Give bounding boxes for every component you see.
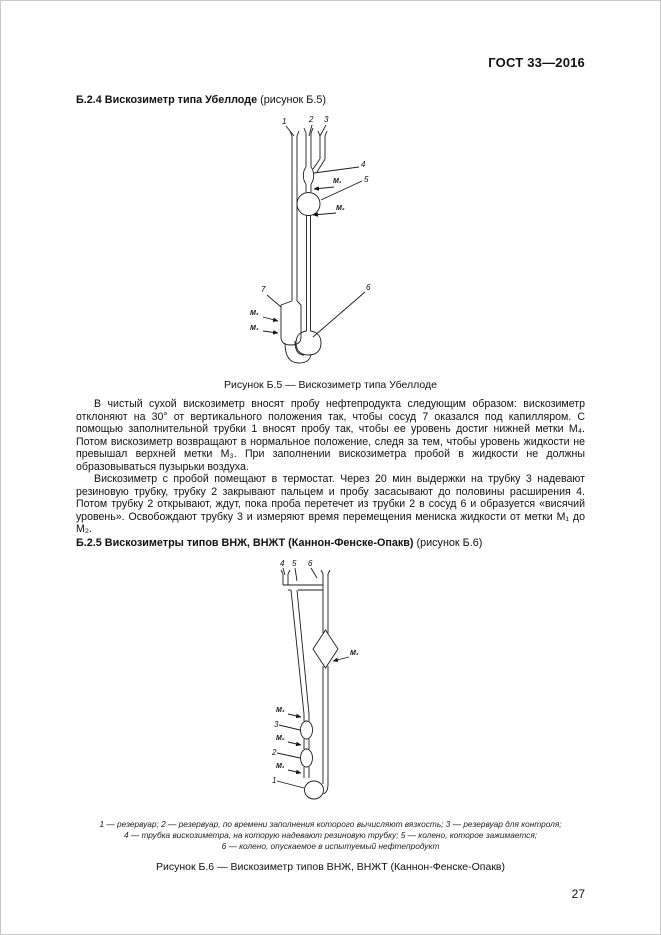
section-heading-b25: Б.2.5 Вискозиметры типов ВНЖ, ВНЖТ (Канн… xyxy=(76,537,585,550)
label-tube-1: 1 xyxy=(282,117,286,126)
mark-m2: M₂ xyxy=(276,735,285,742)
label-expansion-4: 4 xyxy=(361,160,366,169)
viscometer-ubbelohde-lines xyxy=(262,124,365,364)
page-number: 27 xyxy=(571,886,585,901)
legend-line-3: 6 — колено, опускаемое в испытуемый нефт… xyxy=(221,840,440,851)
body-paragraph-1: В чистый сухой вискозиметр вносят пробу … xyxy=(76,398,585,473)
figure-b6-caption: Рисунок Б.6 — Вискозиметр типов ВНЖ, ВНЖ… xyxy=(155,860,505,873)
label-vessel-6: 6 xyxy=(366,283,371,292)
mark-m3: M₃ xyxy=(250,310,259,317)
figure-b6-labels: 4 5 6 M₄ M₃ 3 M₂ 2 M₁ 1 xyxy=(271,559,359,785)
mark-m4: M₄ xyxy=(250,325,259,332)
mark-m1: M₁ xyxy=(333,178,342,185)
label-reservoir-1: 1 xyxy=(272,776,276,785)
label-elbow-5: 5 xyxy=(292,559,297,568)
figure-b5-labels: 1 2 3 4 5 6 7 M₁ M₂ M₃ M₄ xyxy=(250,115,371,332)
label-bulb-5: 5 xyxy=(364,175,369,184)
section-b25-figref: (рисунок Б.6) xyxy=(413,536,483,549)
label-reservoir-2: 2 xyxy=(271,748,277,757)
section-b24-title: Б.2.4 Вискозиметр типа Убеллоде xyxy=(76,94,258,106)
doc-standard-number: ГОСТ 33—2016 xyxy=(488,55,585,70)
mark-m2: M₂ xyxy=(336,205,345,212)
figure-b5-drawing: 1 2 3 4 5 6 7 M₁ M₂ M₃ M₄ xyxy=(250,115,371,364)
figure-b5-caption: Рисунок Б.5 — Вискозиметр типа Убеллоде xyxy=(224,379,437,391)
body-paragraph-2: Вискозиметр с пробой помещают в термоста… xyxy=(76,473,585,535)
mark-m3: M₃ xyxy=(276,707,285,714)
section-b25-title: Б.2.5 Вискозиметры типов ВНЖ, ВНЖТ (Канн… xyxy=(76,536,414,549)
label-tube-3: 3 xyxy=(324,115,329,124)
figure-b6-drawing: 4 5 6 M₄ M₃ 3 M₂ 2 M₁ 1 xyxy=(271,559,359,799)
figure-b5: 1 2 3 4 5 6 7 M₁ M₂ M₃ M₄ xyxy=(76,111,585,374)
legend-line-1: 1 — резервуар; 2 — резервуар, по времени… xyxy=(99,818,562,829)
figure-b6: 4 5 6 M₄ M₃ 3 M₂ 2 M₁ 1 xyxy=(76,556,585,813)
label-elbow-6: 6 xyxy=(308,559,313,568)
viscometer-vnzh-lines xyxy=(276,567,349,799)
label-tube-4: 4 xyxy=(280,559,285,568)
label-reservoir-7: 7 xyxy=(261,285,266,294)
section-b24-figref: (рисунок Б.5) xyxy=(257,94,326,106)
legend-line-2: 4 — трубка вискозиметра, на которую наде… xyxy=(123,829,538,840)
label-tube-2: 2 xyxy=(308,115,314,124)
figure-b6-legend: 1 — резервуар; 2 — резервуар, по времени… xyxy=(76,819,585,852)
mark-m1: M₁ xyxy=(276,763,285,770)
section-heading-b24: Б.2.4 Вискозиметр типа Убеллоде (рисунок… xyxy=(76,94,585,107)
mark-m4: M₄ xyxy=(350,650,359,657)
label-reservoir-3: 3 xyxy=(274,720,279,729)
